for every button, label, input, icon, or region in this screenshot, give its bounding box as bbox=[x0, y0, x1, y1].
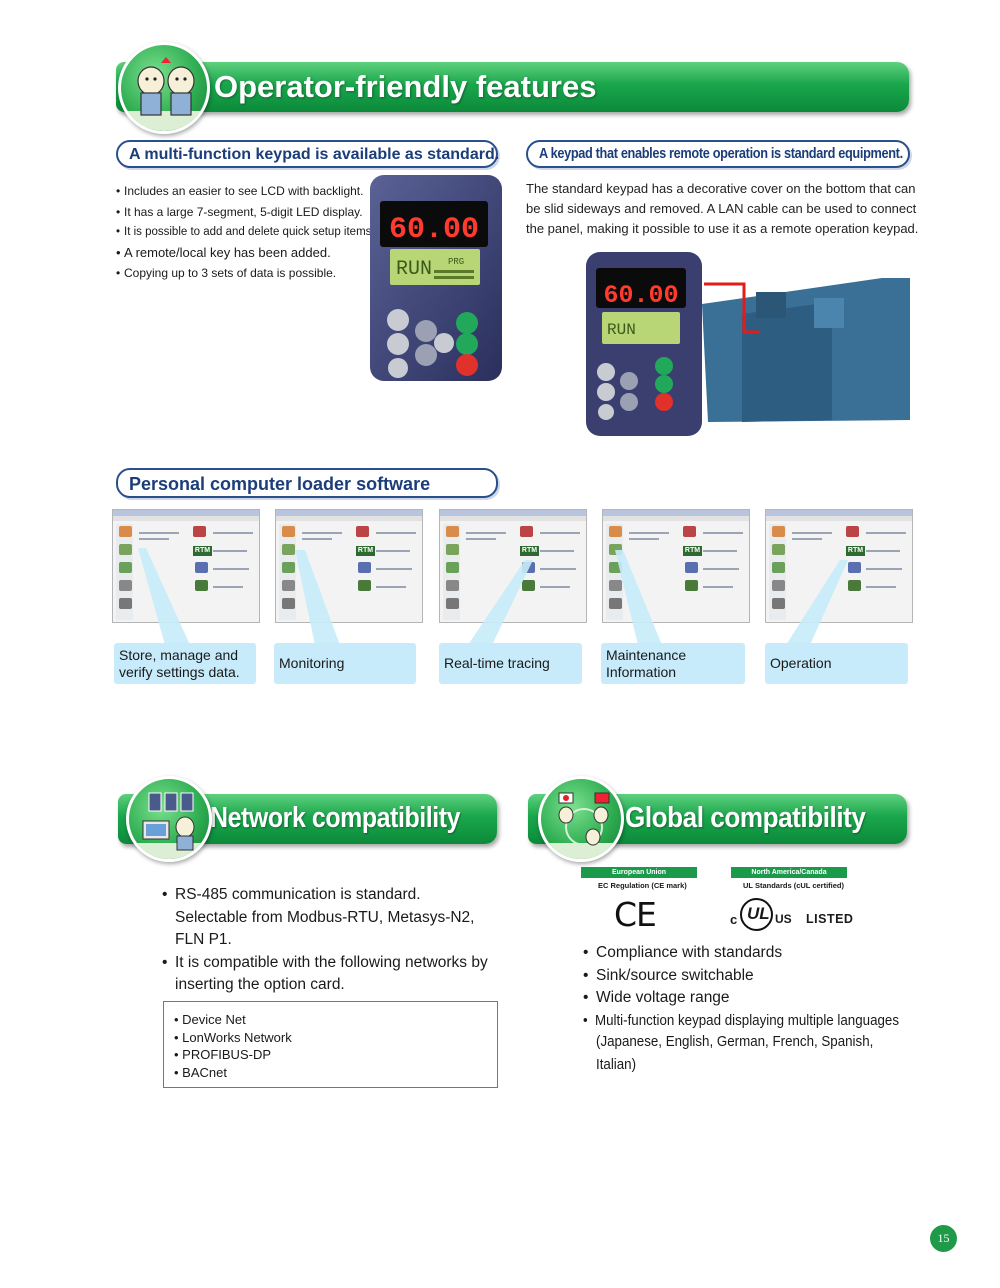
eu-regulation-label: EC Regulation (CE mark) bbox=[598, 881, 687, 890]
remote-description: The standard keypad has a decorative cov… bbox=[526, 181, 919, 236]
ce-mark-icon: CE bbox=[614, 895, 657, 934]
list-item: It is compatible with the following netw… bbox=[162, 952, 488, 997]
network-title: Network compatibility bbox=[210, 802, 461, 834]
global-bullet-continuation: (Japanese, English, German, French, Span… bbox=[596, 1034, 874, 1073]
keypad-image: 60.00 RUN PRG bbox=[370, 175, 502, 381]
label-tracing: Real-time tracing bbox=[439, 643, 582, 684]
loader-screenshot-settings: RTM bbox=[112, 509, 260, 623]
label-monitoring: Monitoring bbox=[274, 643, 416, 684]
operator-banner: Operator-friendly features bbox=[116, 62, 909, 112]
remote-keypad-image: 60.00 RUN bbox=[586, 252, 910, 436]
list-item: • BACnet bbox=[174, 1065, 227, 1080]
list-item: RS-485 communication is standard. Select… bbox=[162, 884, 488, 952]
list-item: A remote/local key has been added. bbox=[116, 243, 375, 264]
page-number: 15 bbox=[930, 1225, 957, 1252]
list-item: • Device Net bbox=[174, 1012, 246, 1027]
list-item: Copying up to 3 sets of data is possible… bbox=[116, 263, 375, 284]
loader-screenshot-maintenance: RTM bbox=[602, 509, 750, 623]
network-options-box: • Device Net • LonWorks Network • PROFIB… bbox=[163, 1001, 498, 1088]
list-item: Wide voltage range bbox=[583, 987, 926, 1010]
operator-title: Operator-friendly features bbox=[214, 69, 597, 104]
lcd-small-text: PRG bbox=[448, 257, 464, 267]
loader-header: Personal computer loader software bbox=[116, 468, 498, 498]
remote-led-display: 60.00 bbox=[603, 281, 678, 310]
keypad-header: A multi-function keypad is available as … bbox=[116, 140, 499, 168]
list-item: Multi-function keypad displaying multipl… bbox=[583, 1010, 899, 1033]
na-region-label: North America/Canada bbox=[731, 867, 847, 878]
lcd-run-text: RUN bbox=[396, 258, 432, 281]
led-display: 60.00 bbox=[389, 213, 479, 247]
global-bullets: Compliance with standards Sink/source sw… bbox=[583, 942, 926, 1032]
list-item: Sink/source switchable bbox=[583, 965, 926, 988]
list-item: • LonWorks Network bbox=[174, 1030, 292, 1045]
remote-lcd-run-text: RUN bbox=[607, 321, 636, 339]
eu-region-label: European Union bbox=[581, 867, 697, 878]
global-badge-icon bbox=[538, 776, 624, 862]
label-operation: Operation bbox=[765, 643, 908, 684]
list-item: It is possible to add and delete quick s… bbox=[116, 222, 375, 243]
keypad-feature-list: Includes an easier to see LCD with backl… bbox=[116, 181, 375, 284]
remote-header: A keypad that enables remote operation i… bbox=[526, 140, 910, 168]
list-item: • PROFIBUS-DP bbox=[174, 1047, 272, 1062]
operator-badge-icon bbox=[118, 42, 210, 134]
network-badge-icon bbox=[126, 776, 212, 862]
loader-screenshot-monitoring: RTM bbox=[275, 509, 423, 623]
cul-mark-icon: c UL US LISTED bbox=[730, 898, 855, 934]
network-bullets: RS-485 communication is standard. Select… bbox=[162, 884, 488, 997]
na-regulation-label: UL Standards (cUL certified) bbox=[743, 881, 844, 890]
list-item: Compliance with standards bbox=[583, 942, 926, 965]
list-item: Includes an easier to see LCD with backl… bbox=[116, 181, 375, 202]
callout-pointers bbox=[138, 548, 848, 645]
list-item: It has a large 7-segment, 5-digit LED di… bbox=[116, 202, 375, 223]
global-title: Global compatibility bbox=[625, 802, 866, 834]
